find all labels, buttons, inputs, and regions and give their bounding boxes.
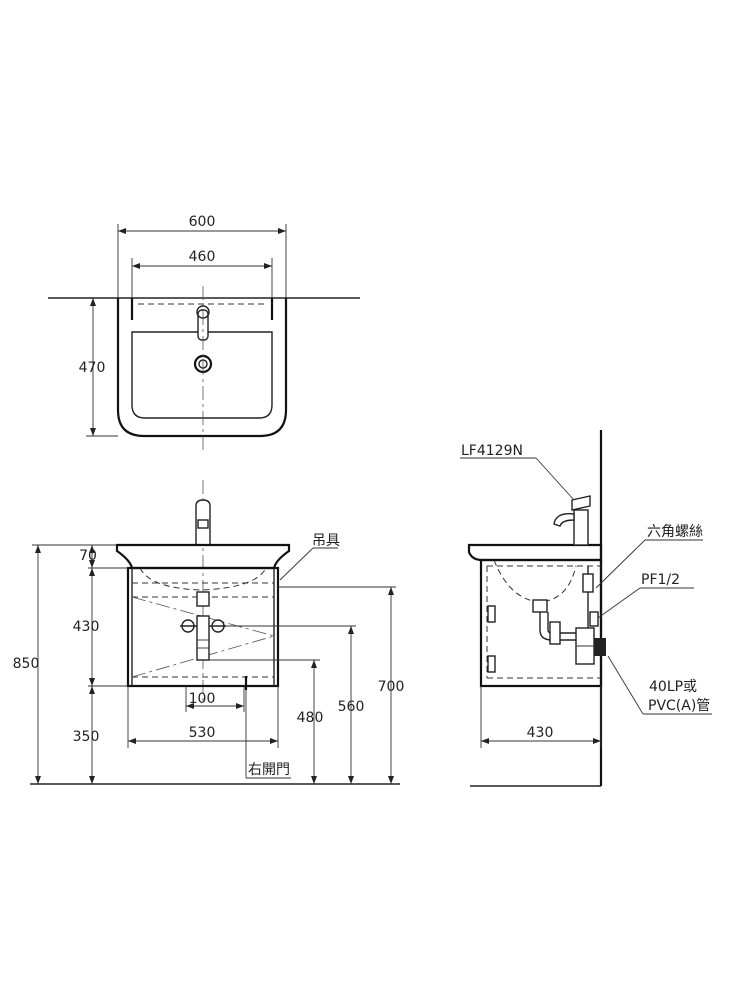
hinges-side	[487, 605, 496, 673]
dim-470-label: 470	[79, 360, 106, 376]
hinge-top	[487, 605, 496, 623]
inner-bowl-top	[131, 331, 273, 419]
hanger-label: 吊具	[312, 533, 340, 549]
pf-leader	[597, 587, 641, 619]
dim-700-label: 700	[378, 679, 405, 695]
arrow-430s-r	[593, 738, 601, 744]
arrow-600-r	[278, 228, 286, 234]
hex-screw-label: 六角螺絲	[647, 524, 703, 540]
hex-screw-block	[582, 573, 594, 593]
bowl-front-dash	[139, 567, 267, 591]
dim-100-label: 100	[189, 691, 216, 707]
drain-trap-side	[532, 566, 606, 665]
cabinet-side	[479, 558, 603, 688]
angle-valve-side	[589, 611, 599, 627]
arrow-100-r	[236, 703, 244, 709]
faucet-spout-side	[553, 513, 575, 527]
trap-tailpiece	[196, 591, 210, 607]
dim-430-label: 430	[73, 619, 100, 635]
arrow-70-b	[89, 560, 95, 568]
dim-350-label: 350	[73, 729, 100, 745]
arrow-460-r	[264, 263, 272, 269]
arrow-470-t	[90, 298, 96, 306]
arrow-560-b	[348, 776, 354, 784]
faucet-handle-front	[197, 519, 209, 529]
front-view: 吊具 850 70 430 350 100 530	[13, 480, 405, 785]
arrow-700-b	[388, 776, 394, 784]
dim-600-label: 600	[189, 214, 216, 230]
arrow-460-l	[132, 263, 140, 269]
arrow-700-t	[388, 587, 394, 595]
arrow-70-t	[89, 545, 95, 553]
wall-pipe-side	[594, 638, 606, 656]
arrow-530-l	[128, 738, 136, 744]
faucet-model-leader	[535, 457, 575, 501]
trap-body	[196, 615, 210, 661]
drain-label-line1: 40LP或	[649, 679, 697, 695]
cabinet-front	[126, 566, 280, 688]
hanger-leader	[279, 547, 314, 581]
dim-70-label: 70	[79, 548, 97, 564]
basin-side	[467, 543, 603, 562]
arrow-850-t	[35, 545, 41, 553]
drain-label-line2: PVC(A)管	[648, 698, 710, 714]
dim-530-label: 530	[189, 725, 216, 741]
arrow-430-b	[89, 678, 95, 686]
arrow-100-l	[186, 703, 194, 709]
side-view: LF4129N 六角螺絲 PF1/2 40LP或 PVC(A)管 430	[460, 430, 712, 787]
dim-480-label: 480	[297, 710, 324, 726]
trap-tailpiece-side	[532, 599, 548, 613]
hex-screw-leader	[595, 539, 646, 589]
basin-outline-top	[116, 298, 288, 438]
right-door-label: 右開門	[248, 762, 290, 778]
arrow-600-l	[118, 228, 126, 234]
dim-850-label: 850	[13, 656, 40, 672]
drain-trap-front	[180, 591, 226, 661]
hinge-bottom	[487, 655, 496, 673]
arrow-430s-l	[481, 738, 489, 744]
arrow-350-t	[89, 686, 95, 694]
drain-leader	[607, 655, 644, 715]
dim-430s-label: 430	[527, 725, 554, 741]
bowl-side-dash	[493, 559, 577, 603]
top-view: 600 460 470	[48, 214, 360, 450]
dim-460-label: 460	[189, 249, 216, 265]
arrow-560-t	[348, 626, 354, 634]
arrow-480-t	[311, 660, 317, 668]
arrow-530-r	[270, 738, 278, 744]
arrow-850-b	[35, 776, 41, 784]
dim-560-label: 560	[338, 699, 365, 715]
arrow-350-b	[89, 776, 95, 784]
arrow-470-b	[90, 428, 96, 436]
arrow-430-t	[89, 568, 95, 576]
arrow-480-b	[311, 776, 317, 784]
faucet-side	[553, 495, 591, 546]
trap-nut-side	[549, 621, 561, 645]
faucet-body-side	[573, 509, 589, 546]
faucet-lever-side	[571, 495, 591, 511]
pf-label: PF1/2	[641, 572, 680, 588]
faucet-model-label: LF4129N	[461, 443, 523, 459]
